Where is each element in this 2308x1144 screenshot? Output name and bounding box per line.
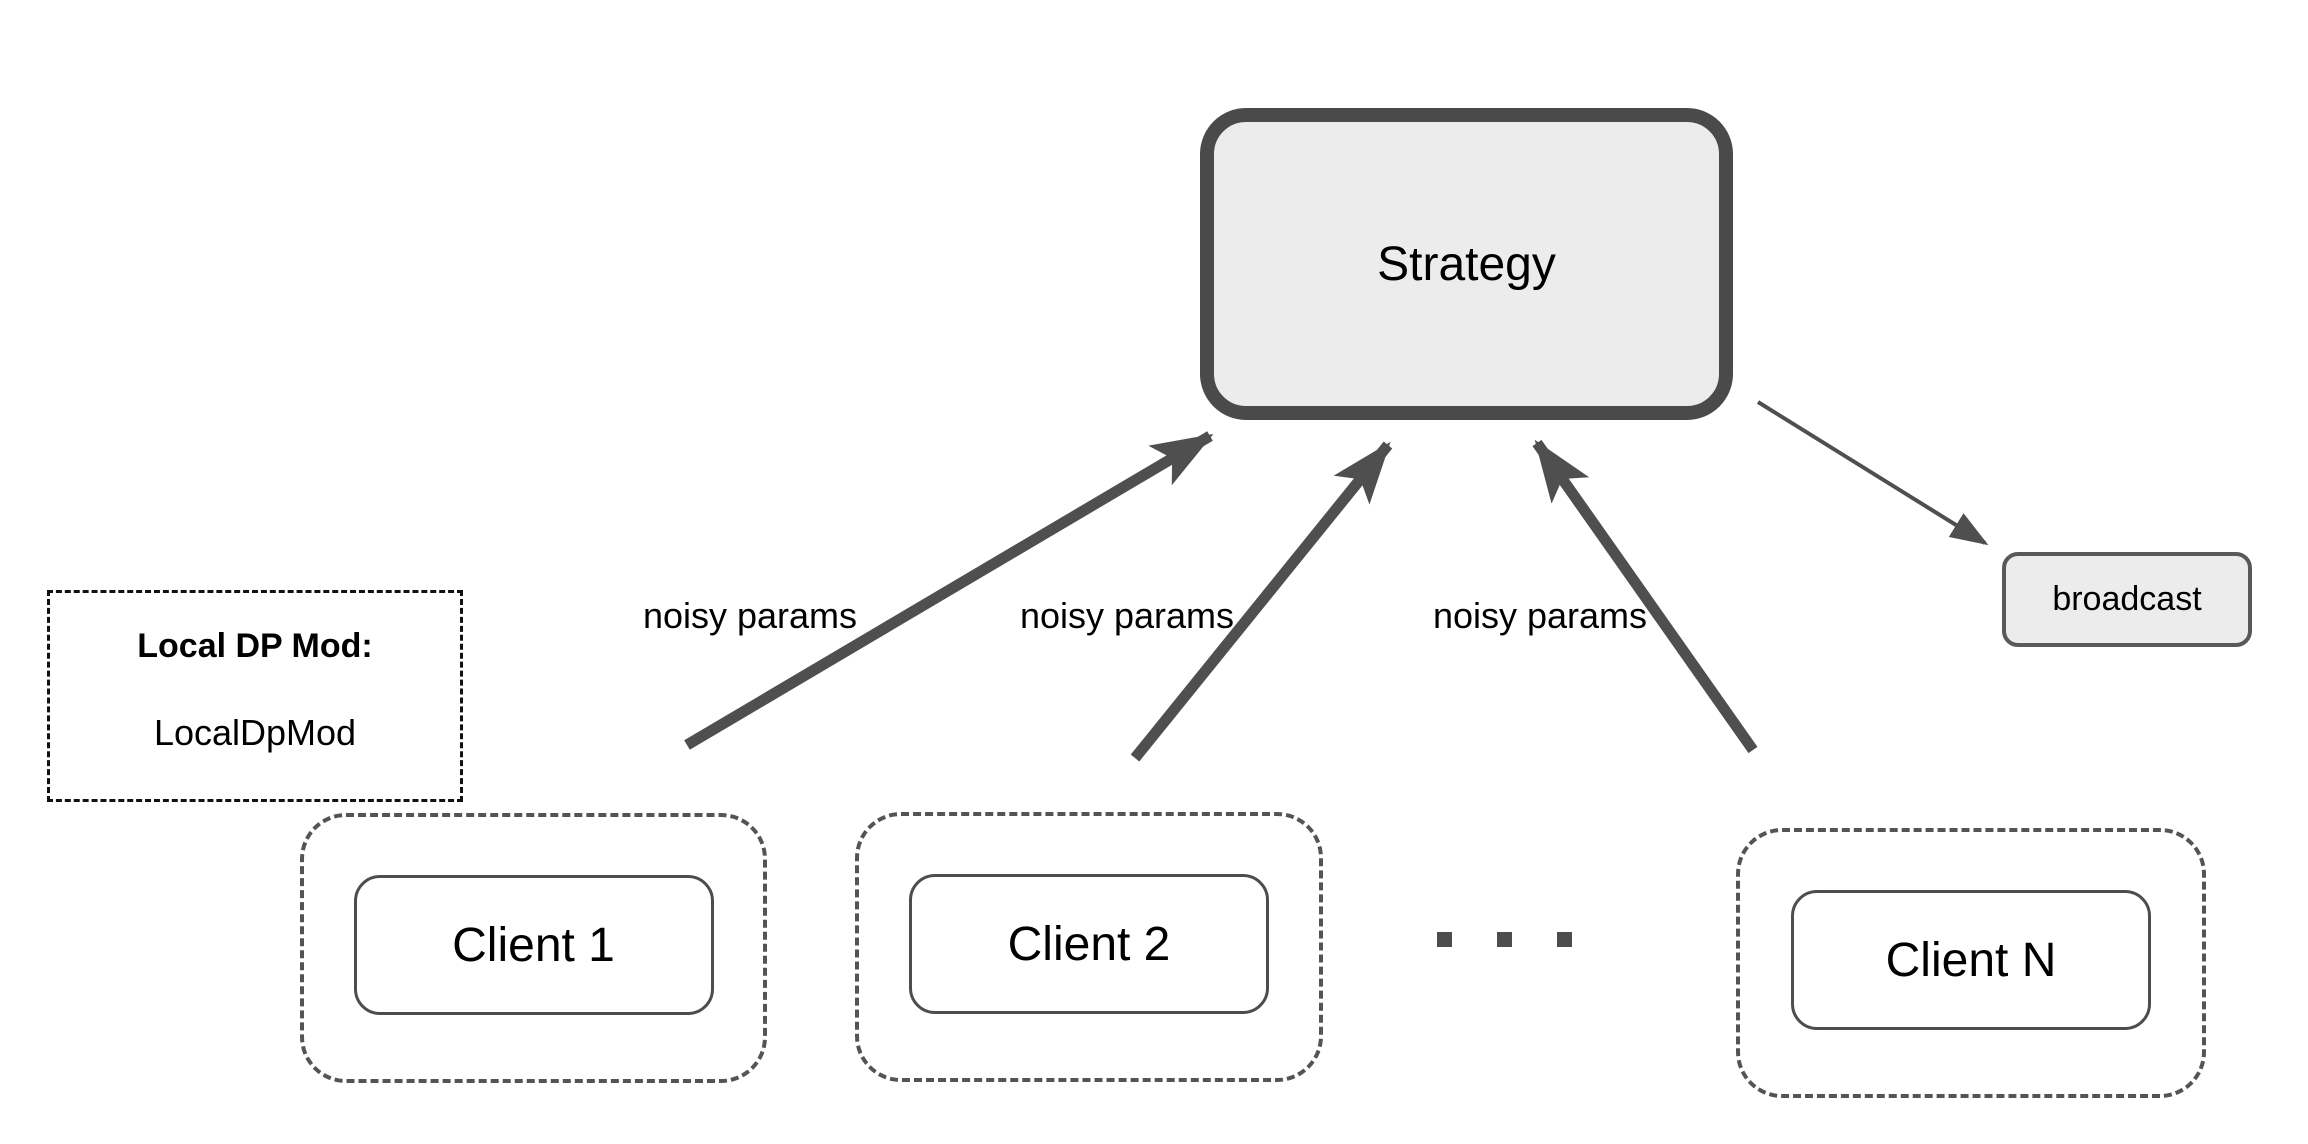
local-dp-mod-note: Local DP Mod: LocalDpMod xyxy=(47,590,463,802)
client-2-group: Client 2 xyxy=(855,812,1323,1082)
client-1-label: Client 1 xyxy=(452,918,615,972)
arrow-client2-to-strategy xyxy=(1130,441,1393,762)
client-n-label: Client N xyxy=(1885,933,2057,987)
local-dp-mod-title: Local DP Mod: xyxy=(137,627,373,665)
local-dp-mod-value: LocalDpMod xyxy=(153,712,357,753)
noisy-params-label-1: noisy params xyxy=(642,595,858,636)
client-1-box: Client 1 xyxy=(353,875,714,1015)
broadcast-box: broadcast xyxy=(2002,552,2252,647)
client-2-label: Client 2 xyxy=(1007,917,1171,971)
strategy-label: Strategy xyxy=(1377,237,1556,291)
strategy-box: Strategy xyxy=(1200,108,1733,420)
arrow-clientN-to-strategy xyxy=(1532,439,1758,754)
ellipsis-dot xyxy=(1557,932,1572,947)
ellipsis-dots xyxy=(1437,932,1572,947)
client-2-box: Client 2 xyxy=(909,874,1269,1014)
arrow-strategy-to-broadcast xyxy=(1756,400,1989,546)
ellipsis-dot xyxy=(1437,932,1452,947)
client-n-group: Client N xyxy=(1736,828,2206,1098)
client-1-group: Client 1 xyxy=(300,813,767,1083)
ellipsis-dot xyxy=(1497,932,1512,947)
noisy-params-label-2: noisy params xyxy=(1019,595,1235,636)
arrow-client1-to-strategy xyxy=(684,431,1214,750)
client-n-box: Client N xyxy=(1791,890,2151,1030)
broadcast-label: broadcast xyxy=(2052,580,2202,618)
noisy-params-label-3: noisy params xyxy=(1432,595,1648,636)
